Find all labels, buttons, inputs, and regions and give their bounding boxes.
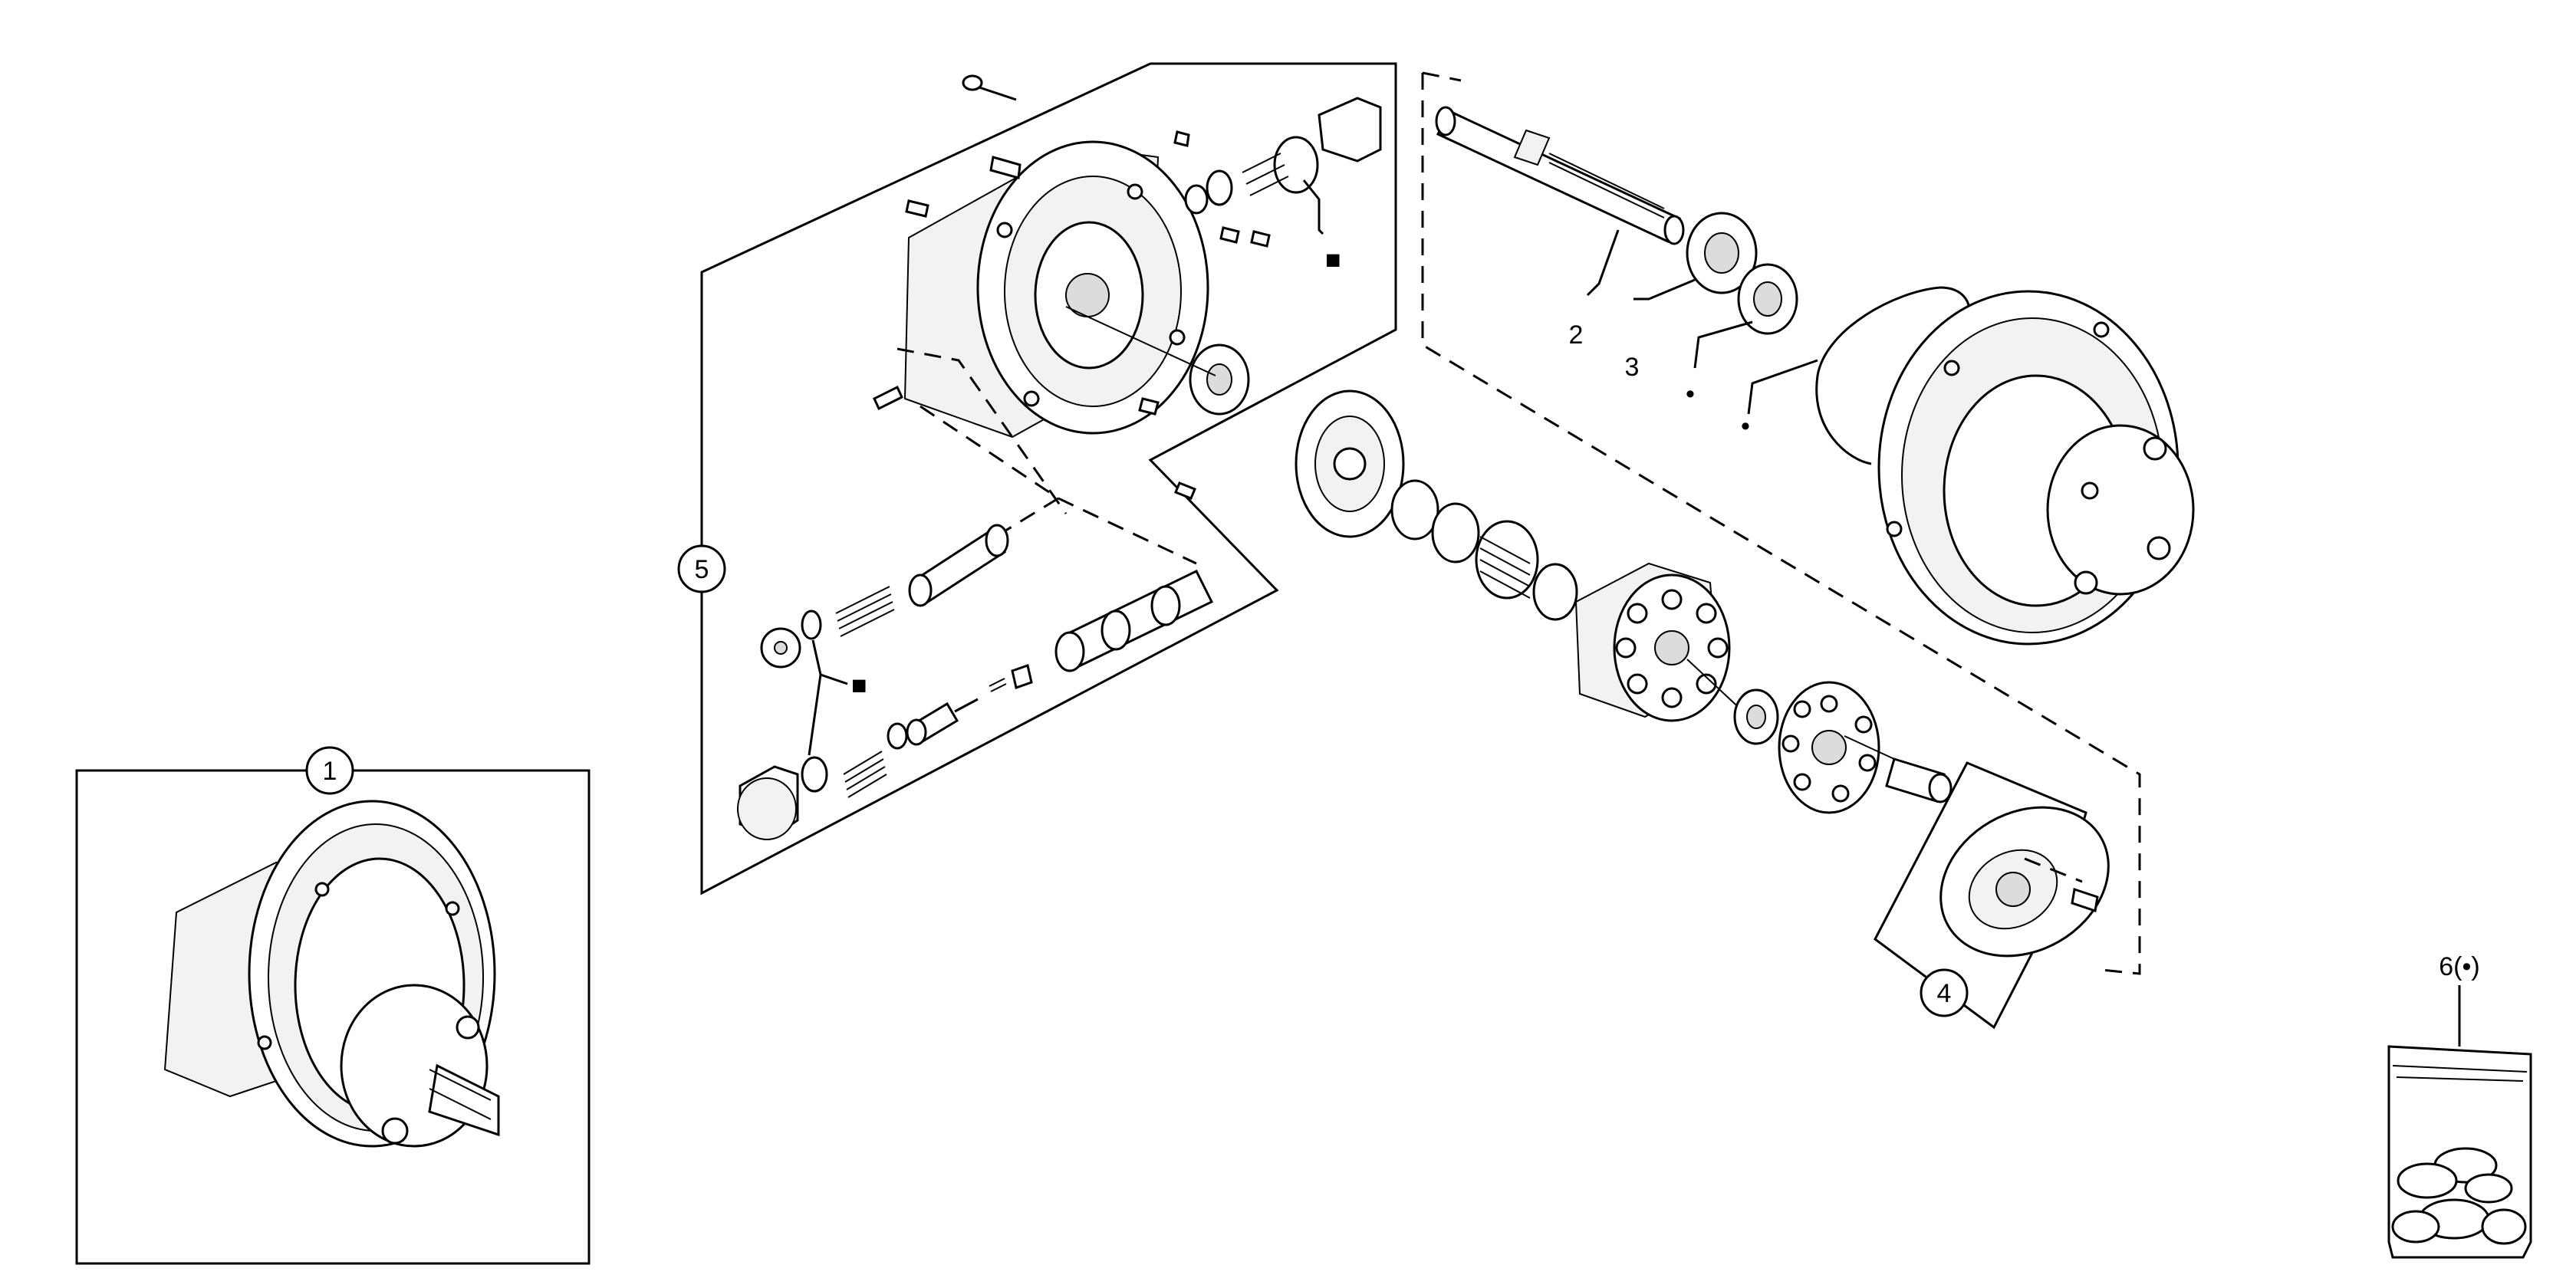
port-plate <box>1295 389 1405 538</box>
thrust-ring-1 <box>1390 479 1439 540</box>
top-plug-assembly <box>1184 97 1382 235</box>
callout-4: 4 <box>1937 979 1952 1008</box>
motor-housing <box>1877 290 2195 646</box>
valve-housing <box>903 140 1209 439</box>
swash-plate-group: 4 <box>1874 761 2110 1030</box>
lower-plug-assembly <box>737 722 908 840</box>
shaft-bearing <box>1686 212 1758 294</box>
spool-valve-long <box>1011 570 1214 689</box>
rotating-group: 2 3 • • <box>1295 71 2195 975</box>
group-5-frame <box>700 62 1397 895</box>
valve-block-group: 5 <box>677 62 1397 895</box>
retainer-plate <box>1778 681 1880 814</box>
dot-marker-o-ring: • <box>1741 412 1750 441</box>
housing-fasteners <box>873 74 1271 500</box>
dot-marker-seal: • <box>1686 380 1695 409</box>
callout-2: 2 <box>1569 320 1584 350</box>
shaft-seal <box>1737 263 1798 335</box>
swash-plate <box>1939 806 2110 958</box>
spherical-bushing <box>1733 688 1779 745</box>
housing-bearing <box>1189 343 1250 416</box>
seal-kit-bag-drawing <box>2387 1045 2532 1259</box>
assembled-motor-inset: 1 <box>75 746 591 1265</box>
callout-4-circle <box>1920 968 1969 1017</box>
assembled-motor-drawing <box>163 800 500 1148</box>
housing-o-ring <box>1815 286 1941 465</box>
cylinder-block <box>1574 562 1731 722</box>
thrust-ring-3 <box>1532 563 1578 621</box>
callout-6: 6(•) <box>2439 952 2479 981</box>
rotating-group-dashed-frame <box>1421 73 2141 975</box>
square-marker-top: ■ <box>1325 245 1341 274</box>
piston <box>1885 757 1953 803</box>
thrust-ring-2 <box>1431 502 1480 564</box>
cylinder-spring <box>1475 520 1539 600</box>
callout-5-circle <box>677 544 726 593</box>
callout-1: 1 <box>323 757 337 786</box>
square-marker-left: ■ <box>851 671 867 700</box>
callout-1-circle <box>305 746 354 795</box>
spool-valve-upper <box>908 524 1009 607</box>
cap-upper <box>760 610 822 669</box>
seal-kit-bag: 6(•) <box>2387 952 2532 1259</box>
drive-shaft <box>1435 106 1685 245</box>
spool-valve-small <box>906 678 1007 746</box>
callout-5: 5 <box>695 555 709 584</box>
spring-upper <box>835 586 895 637</box>
callout-3: 3 <box>1625 353 1640 382</box>
